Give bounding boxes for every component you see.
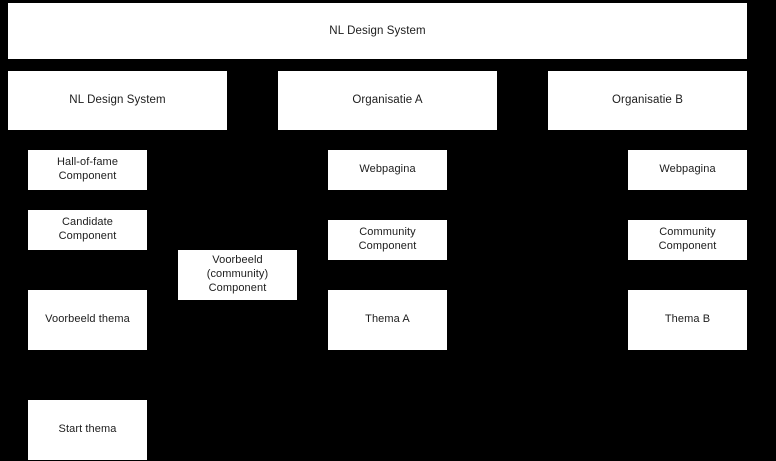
node-label: Voorbeeld (community) Component	[206, 254, 269, 294]
node-org-nl-design-system[interactable]: NL Design System	[8, 71, 227, 130]
node-label: Webpagina	[359, 163, 416, 176]
node-label: Candidate Component	[58, 216, 117, 242]
node-thema-b[interactable]: Thema B	[628, 290, 747, 350]
node-label: Voorbeeld thema	[45, 313, 130, 326]
node-label: Webpagina	[659, 163, 716, 176]
node-hall-of-fame-component[interactable]: Hall-of-fame Component	[28, 150, 147, 190]
node-label: Hall-of-fame Component	[56, 156, 119, 182]
node-candidate-component[interactable]: Candidate Component	[28, 210, 147, 250]
node-webpagina-a[interactable]: Webpagina	[328, 150, 447, 190]
node-label: Organisatie A	[352, 94, 423, 107]
node-start-thema[interactable]: Start thema	[28, 400, 147, 460]
node-webpagina-b[interactable]: Webpagina	[628, 150, 747, 190]
node-community-component-a[interactable]: Community Component	[328, 220, 447, 260]
node-label: Community Component	[658, 226, 717, 252]
node-label: Community Component	[358, 226, 417, 252]
node-label: Thema B	[664, 313, 711, 326]
node-root-nl-design-system[interactable]: NL Design System	[8, 3, 747, 59]
node-thema-a[interactable]: Thema A	[328, 290, 447, 350]
node-label: Organisatie B	[612, 94, 683, 107]
node-label: Start thema	[58, 423, 117, 436]
node-label: NL Design System	[329, 24, 426, 37]
node-community-component-b[interactable]: Community Component	[628, 220, 747, 260]
node-voorbeeld-community-component[interactable]: Voorbeeld (community) Component	[178, 250, 297, 300]
node-label: NL Design System	[69, 94, 166, 107]
node-organisatie-a[interactable]: Organisatie A	[278, 71, 497, 130]
node-organisatie-b[interactable]: Organisatie B	[548, 71, 747, 130]
node-voorbeeld-thema[interactable]: Voorbeeld thema	[28, 290, 147, 350]
node-label: Thema A	[365, 313, 410, 326]
